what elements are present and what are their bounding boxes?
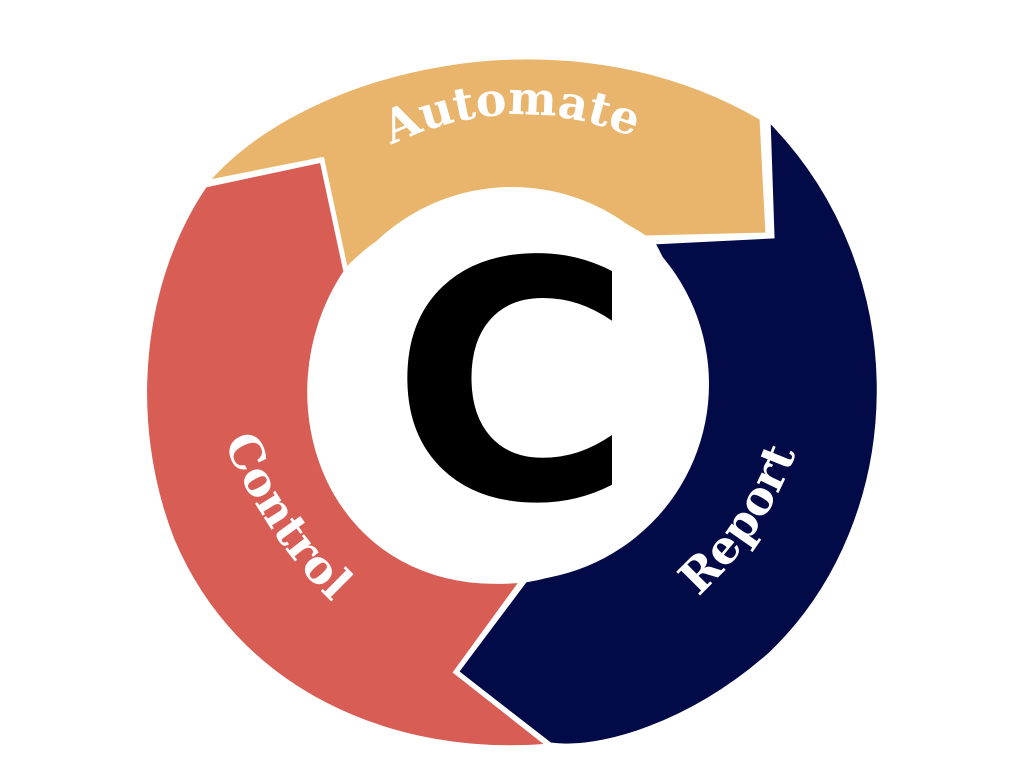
segment-control	[142, 157, 557, 751]
center-letter: C	[391, 192, 633, 576]
center-circle	[315, 187, 709, 581]
